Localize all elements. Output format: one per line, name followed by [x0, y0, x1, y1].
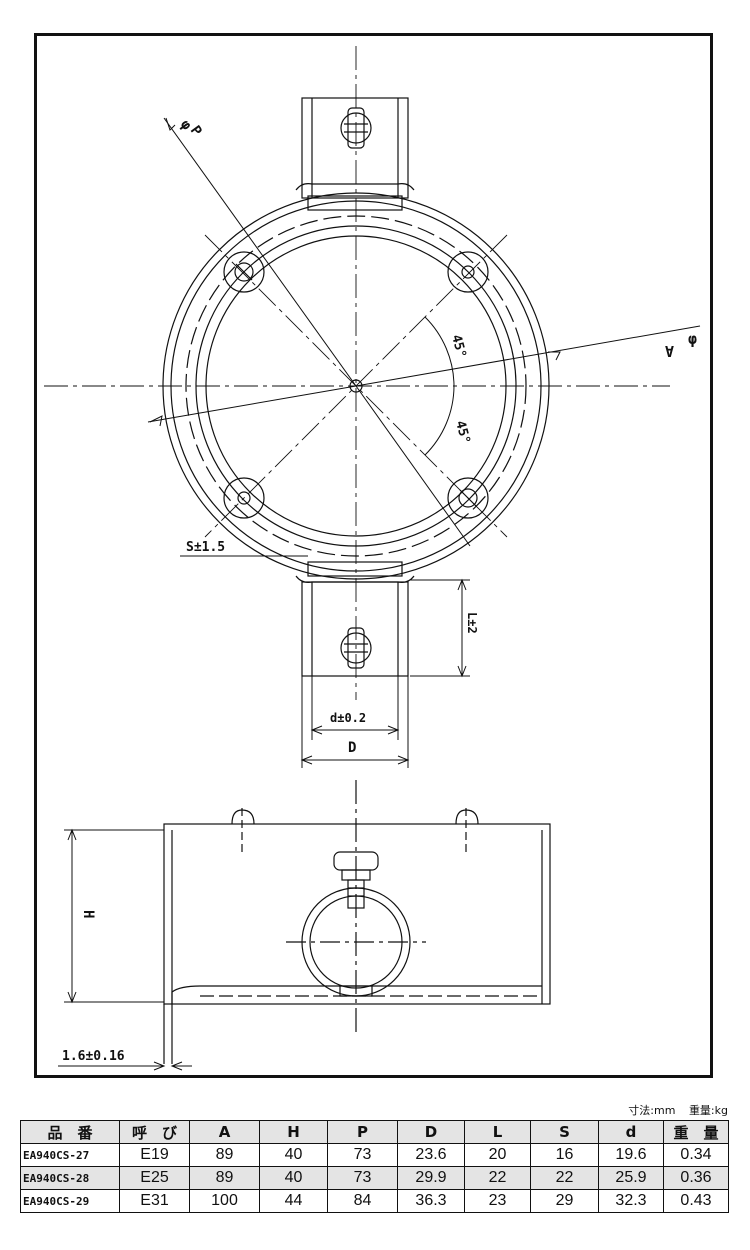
header-h: H — [259, 1120, 328, 1144]
side-conduit-opening — [286, 780, 426, 1034]
label-h: H — [80, 910, 96, 918]
cell-weight: 0.43 — [663, 1189, 729, 1213]
header-d-small: d — [598, 1120, 664, 1144]
cell-d-large: 36.3 — [397, 1189, 465, 1213]
label-l: L±2 — [465, 612, 479, 634]
angle-arcs — [424, 316, 455, 456]
p-diameter-line — [163, 117, 471, 547]
label-a: A — [665, 342, 674, 360]
bottom-conduit-hub — [295, 561, 415, 677]
cell-d-small: 25.9 — [598, 1166, 664, 1190]
cell-weight: 0.34 — [663, 1143, 729, 1167]
h-dimension — [64, 828, 164, 1004]
thickness-dimension — [58, 1061, 192, 1071]
units-note: 寸法:mm 重量:kg — [618, 1102, 728, 1118]
header-s: S — [530, 1120, 599, 1144]
cell-h: 40 — [259, 1143, 328, 1167]
cell-l: 23 — [464, 1189, 531, 1213]
cell-part-number: EA940CS-29 — [20, 1189, 120, 1213]
cell-a: 89 — [189, 1166, 260, 1190]
table-row: EA940CS-27 E19 89 40 73 23.6 20 16 19.6 … — [20, 1143, 729, 1167]
mounting-lugs — [223, 251, 489, 519]
header-p: P — [327, 1120, 398, 1144]
cell-a: 100 — [189, 1189, 260, 1213]
cell-size: E31 — [119, 1189, 190, 1213]
cell-p: 73 — [327, 1166, 398, 1190]
side-set-screw-icon — [333, 851, 379, 909]
cell-s: 29 — [530, 1189, 599, 1213]
spec-table: 品 番 呼 び A H P D L S d 重 量 EA940CS-27 E19… — [20, 1120, 729, 1213]
label-angle-top: 45° — [448, 333, 469, 360]
cell-size: E19 — [119, 1143, 190, 1167]
label-angle-bottom: 45° — [452, 419, 473, 446]
cell-s: 22 — [530, 1166, 599, 1190]
header-a: A — [189, 1120, 260, 1144]
side-lug-screws — [231, 808, 479, 852]
cell-l: 20 — [464, 1143, 531, 1167]
technical-drawing: P φ A φ 45° 45° S±1.5 L±2 d±0.2 D H 1.6±… — [44, 46, 701, 1071]
a-diameter-line — [147, 325, 701, 427]
cell-d-small: 19.6 — [598, 1143, 664, 1167]
label-d-large: D — [348, 740, 356, 756]
cell-weight: 0.36 — [663, 1166, 729, 1190]
cell-p: 84 — [327, 1189, 398, 1213]
cell-l: 22 — [464, 1166, 531, 1190]
cell-h: 44 — [259, 1189, 328, 1213]
label-d-small: d±0.2 — [330, 711, 366, 725]
cell-part-number: EA940CS-27 — [20, 1143, 120, 1167]
top-conduit-hub — [295, 97, 415, 211]
header-weight: 重 量 — [663, 1120, 729, 1144]
table-row: EA940CS-29 E31 100 44 84 36.3 23 29 32.3… — [20, 1189, 729, 1213]
d-dimensions — [300, 676, 410, 768]
side-view-body — [163, 823, 551, 1064]
cell-p: 73 — [327, 1143, 398, 1167]
table-header-row: 品 番 呼 び A H P D L S d 重 量 — [20, 1120, 729, 1144]
l-dimension — [410, 578, 470, 678]
label-s: S±1.5 — [186, 540, 225, 555]
cell-d-small: 32.3 — [598, 1189, 664, 1213]
header-size: 呼 び — [119, 1120, 190, 1144]
cell-s: 16 — [530, 1143, 599, 1167]
table-row: EA940CS-28 E25 89 40 73 29.9 22 22 25.9 … — [20, 1166, 729, 1190]
header-part-number: 品 番 — [20, 1120, 120, 1144]
cell-d-large: 29.9 — [397, 1166, 465, 1190]
cell-h: 40 — [259, 1166, 328, 1190]
label-phi-a: φ — [688, 330, 697, 348]
cell-size: E25 — [119, 1166, 190, 1190]
label-thickness: 1.6±0.16 — [62, 1049, 125, 1064]
units-weight: 重量:kg — [688, 1104, 728, 1117]
center-lines — [44, 46, 670, 700]
cell-d-large: 23.6 — [397, 1143, 465, 1167]
cell-a: 89 — [189, 1143, 260, 1167]
cell-part-number: EA940CS-28 — [20, 1166, 120, 1190]
units-dimension: 寸法:mm — [628, 1104, 676, 1117]
header-l: L — [464, 1120, 531, 1144]
header-d-large: D — [397, 1120, 465, 1144]
drawing-frame — [34, 33, 713, 1078]
